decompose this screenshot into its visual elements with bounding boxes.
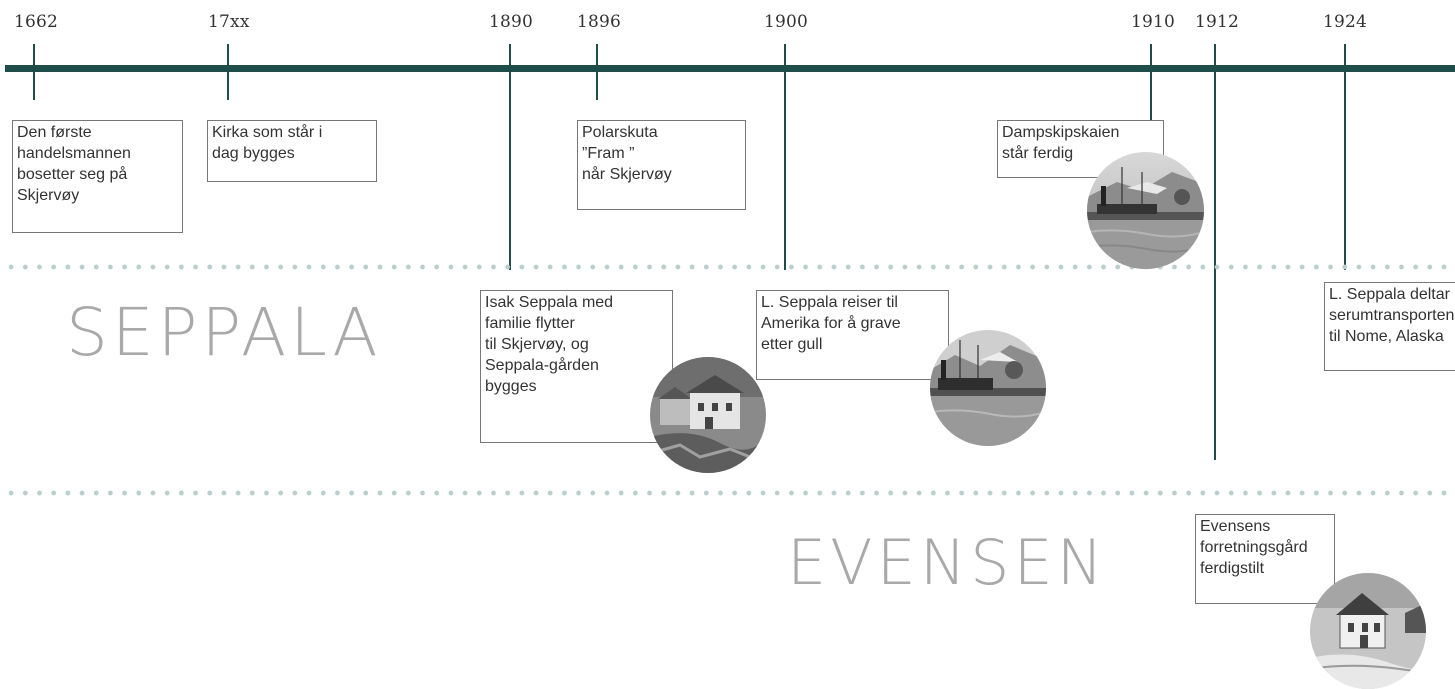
seppala-family-label: SEPPALA <box>66 294 382 371</box>
event-l-seppala-america: L. Seppala reiser til Amerika for å grav… <box>756 290 949 380</box>
tick-1896 <box>596 44 598 100</box>
tick-1924 <box>1344 44 1346 270</box>
event-serum-run: L. Seppala deltar i serumtransporten til… <box>1324 282 1455 371</box>
year-1912: 1912 <box>1195 12 1240 32</box>
event-evensen-building: Evensens forretningsgård ferdigstilt <box>1195 514 1335 604</box>
year-1890: 1890 <box>489 12 534 32</box>
seppala-farm-photo <box>650 357 766 473</box>
tick-1662 <box>33 44 35 100</box>
tick-1900 <box>784 44 786 270</box>
event-fram: Polarskuta ”Fram ” når Skjervøy <box>577 120 746 210</box>
seppala-divider-bottom <box>0 490 1455 496</box>
year-17xx: 17xx <box>208 12 250 32</box>
year-1896: 1896 <box>577 12 622 32</box>
tick-1910 <box>1150 44 1152 120</box>
timeline-bar <box>5 65 1455 72</box>
evensen-family-label: EVENSEN <box>787 526 1108 599</box>
america-ship-photo <box>930 330 1046 446</box>
event-church: Kirka som står i dag bygges <box>207 120 377 182</box>
year-1900: 1900 <box>764 12 809 32</box>
steamship-quay-photo <box>1087 152 1204 269</box>
tick-1912 <box>1214 44 1216 460</box>
year-1910: 1910 <box>1131 12 1176 32</box>
year-1662: 1662 <box>14 12 59 32</box>
evensen-house-photo <box>1310 573 1426 689</box>
event-isak-seppala: Isak Seppala med familie flytter til Skj… <box>480 290 673 443</box>
event-first-merchant: Den første handelsmannen bosetter seg på… <box>12 120 183 233</box>
tick-17xx <box>227 44 229 100</box>
seppala-divider-top <box>0 264 1455 270</box>
year-1924: 1924 <box>1323 12 1368 32</box>
event-steamship-quay: Dampskipskaien står ferdig <box>997 120 1164 178</box>
tick-1890 <box>509 44 511 270</box>
